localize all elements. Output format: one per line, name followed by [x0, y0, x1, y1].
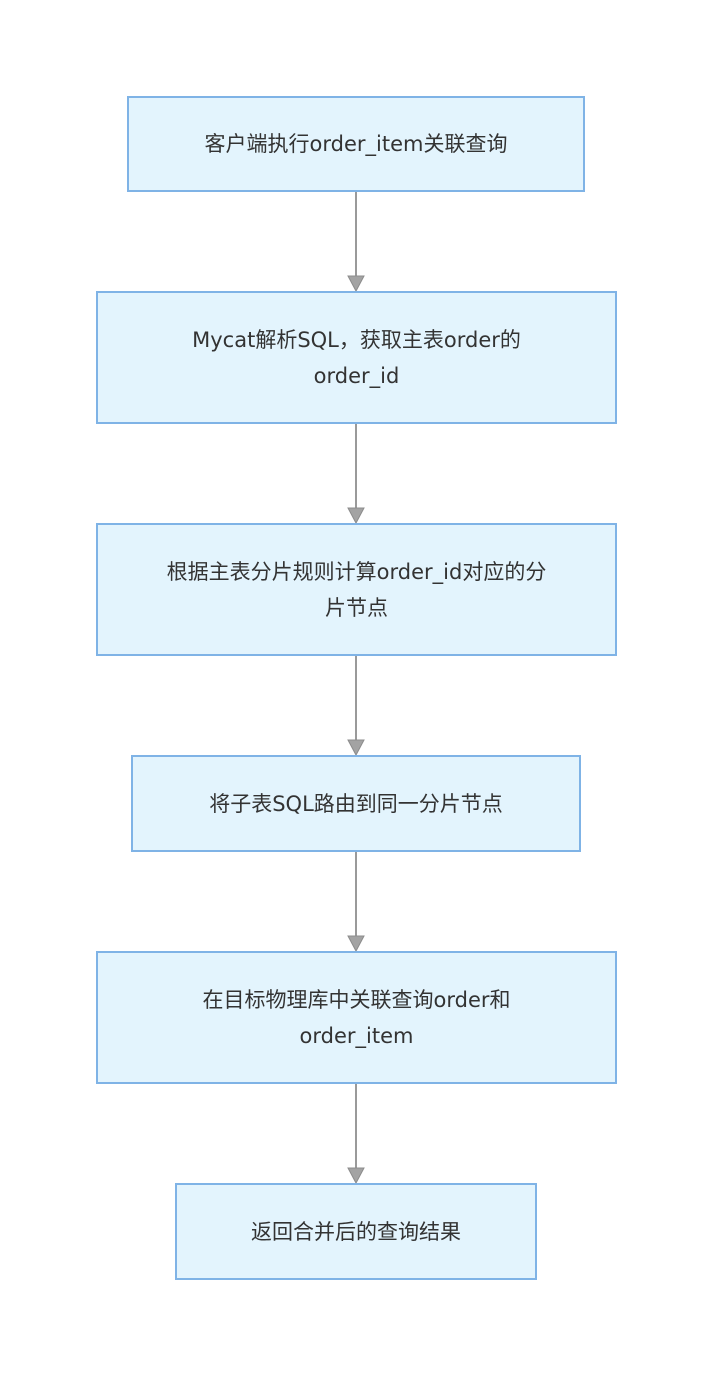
edge-n4-n5	[347, 852, 365, 953]
arrow-head-icon	[347, 739, 365, 757]
arrow-head-icon	[347, 275, 365, 293]
flow-node-label: 在目标物理库中关联查询order和order_item	[202, 987, 511, 1048]
arrow-head-icon	[347, 1167, 365, 1185]
flow-node-label: 返回合并后的查询结果	[251, 1219, 461, 1244]
flow-node-client-query: 客户端执行order_item关联查询	[127, 96, 585, 192]
flow-node-label: 客户端执行order_item关联查询	[204, 132, 508, 156]
flow-node-label: 将子表SQL路由到同一分片节点	[209, 791, 503, 816]
flow-node-parse-sql: Mycat解析SQL，获取主表order的order_id	[96, 291, 617, 424]
edge-n2-n3	[347, 424, 365, 525]
arrow-head-icon	[347, 507, 365, 525]
arrow-head-icon	[347, 935, 365, 953]
flow-node-return-result: 返回合并后的查询结果	[175, 1183, 537, 1280]
flow-node-compute-shard: 根据主表分片规则计算order_id对应的分片节点	[96, 523, 617, 656]
edge-n5-n6	[347, 1084, 365, 1185]
flow-node-label: Mycat解析SQL，获取主表order的order_id	[192, 327, 521, 388]
edge-n1-n2	[347, 192, 365, 293]
flow-node-route-child-sql: 将子表SQL路由到同一分片节点	[131, 755, 581, 852]
flow-node-join-query: 在目标物理库中关联查询order和order_item	[96, 951, 617, 1084]
edge-n3-n4	[347, 656, 365, 757]
flow-node-label: 根据主表分片规则计算order_id对应的分片节点	[166, 559, 547, 620]
